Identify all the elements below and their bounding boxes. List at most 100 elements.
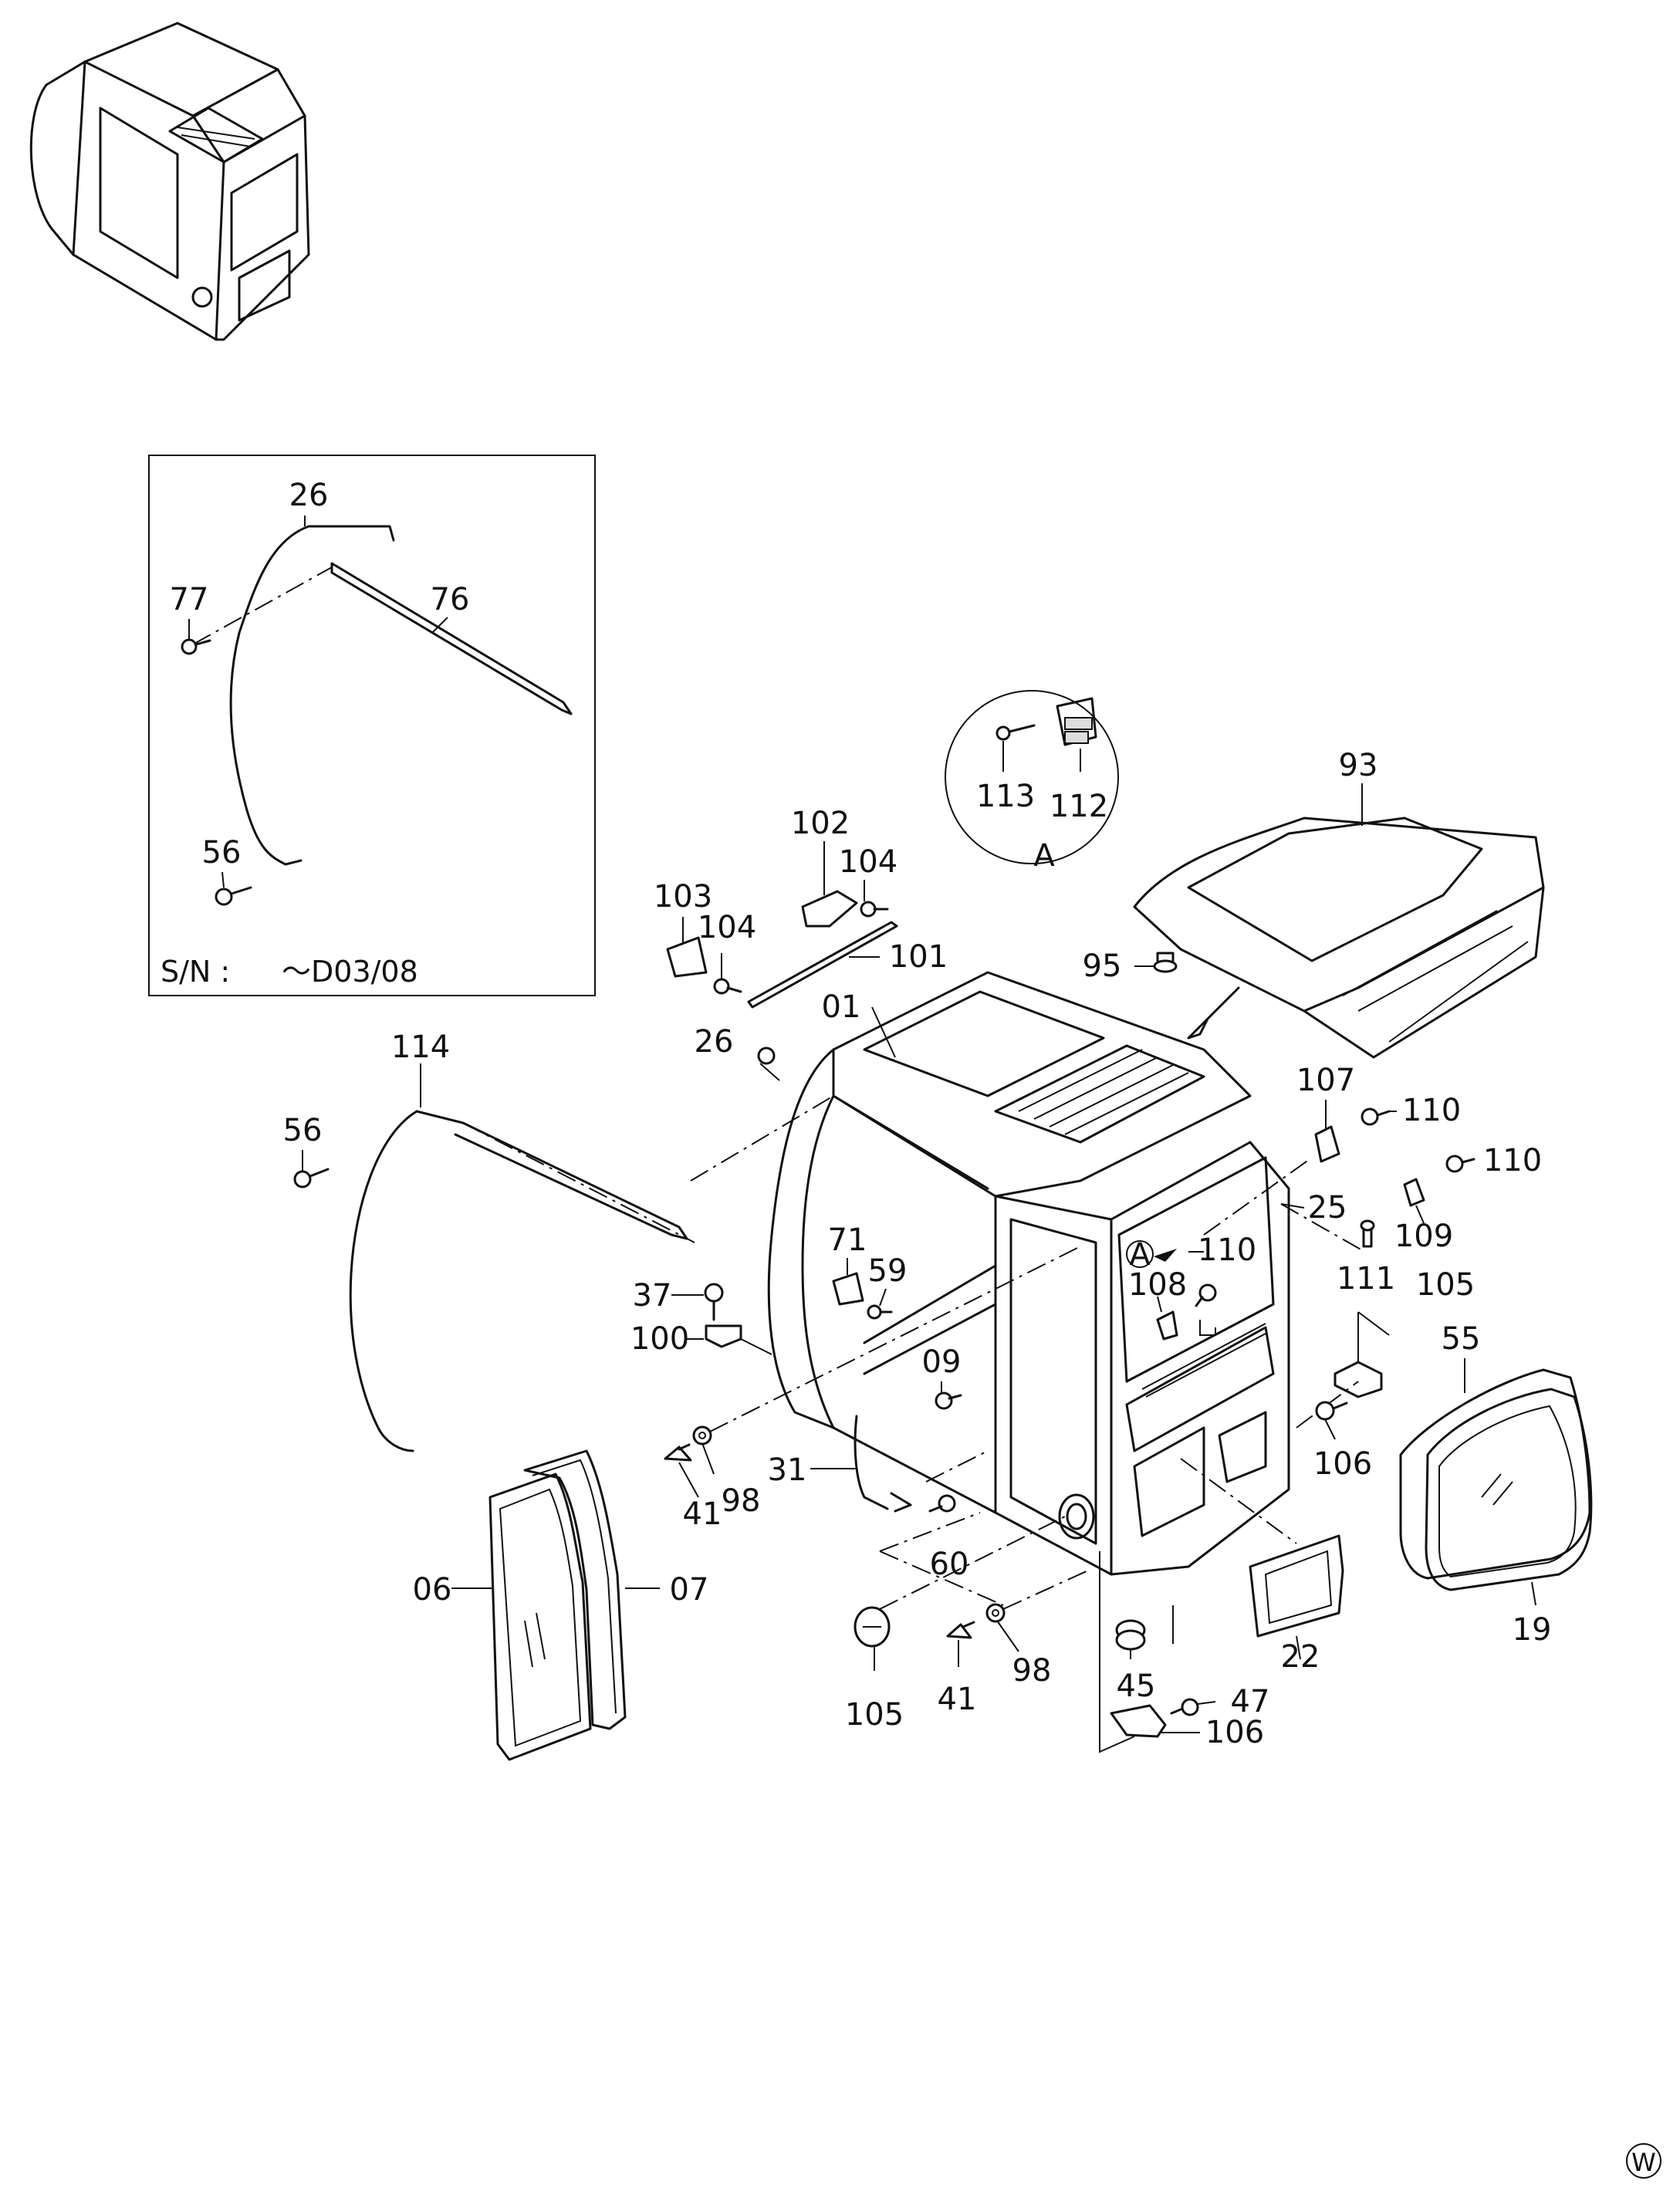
- callout-105-bottom: 106: [1205, 1715, 1264, 1750]
- serial-number-prefix: S/N :: [161, 955, 230, 989]
- callout-59: 59: [868, 1253, 908, 1289]
- callout-105-upper: 105: [1416, 1267, 1475, 1303]
- corner-mark: [1626, 2143, 1661, 2179]
- inset-callout-77: 77: [170, 582, 209, 617]
- callout-112: 112: [1050, 789, 1108, 824]
- callout-104-upper: 104: [839, 844, 897, 880]
- leader-59: [879, 1288, 887, 1307]
- leader-25-phantom: [1203, 1157, 1313, 1236]
- leader-01: [871, 1006, 896, 1058]
- inset-bolt-56: [215, 886, 252, 906]
- roof-install-arrow: [1187, 986, 1240, 1040]
- callout-56: 56: [283, 1113, 323, 1148]
- callout-111: 111: [1337, 1261, 1395, 1297]
- corner-mark-letter: W: [1631, 2148, 1656, 2177]
- inset-callout-26: 26: [289, 478, 329, 513]
- cab-body-01: [767, 971, 1290, 1576]
- callout-98-bottom: 98: [1012, 1653, 1052, 1689]
- callout-19: 19: [1513, 1612, 1552, 1648]
- callout-22: 22: [1281, 1639, 1320, 1675]
- leader-25: [1280, 1203, 1305, 1209]
- cable-26-leader: [690, 1095, 834, 1182]
- callout-41-left: 41: [683, 1496, 722, 1532]
- view-a-marker: [1126, 1240, 1177, 1268]
- callout-100: 09: [922, 1344, 962, 1380]
- grommet-95: [1153, 952, 1178, 973]
- callout-06: 06: [413, 1572, 452, 1608]
- bracket-105-bottom: [1110, 1704, 1167, 1738]
- callout-106-upper: 106: [1313, 1446, 1372, 1482]
- cover-47: [854, 1606, 891, 1648]
- leader-106-bottom: [1197, 1701, 1216, 1705]
- callout-114: 26: [695, 1024, 734, 1060]
- callout-25: 25: [1308, 1190, 1347, 1226]
- leader-109: [1415, 1205, 1425, 1224]
- bolt-37: [704, 1283, 724, 1321]
- callout-110-a: 110: [1402, 1093, 1461, 1128]
- callout-09: 55: [1442, 1321, 1481, 1357]
- cable-26-phantom: [462, 1122, 695, 1243]
- view-marker-a: A: [1129, 1237, 1151, 1273]
- leader-111-phantom: [1280, 1203, 1363, 1251]
- clip-71: [832, 1272, 864, 1306]
- bolt-100: [935, 1391, 962, 1410]
- nut-98-bottom: [985, 1603, 1006, 1623]
- callout-110-c: 110: [1198, 1232, 1256, 1268]
- callout-55: 100: [630, 1321, 689, 1357]
- inset-callout-76: 76: [431, 582, 470, 617]
- glass-07: [523, 1449, 627, 1730]
- callout-102: 102: [791, 806, 850, 841]
- callout-107: 107: [1296, 1063, 1355, 1098]
- bracket-102: [801, 890, 858, 928]
- roof-panel-93: [1133, 817, 1545, 1059]
- inset-bolt-77: [181, 638, 211, 655]
- leader-60-phantom: [879, 1450, 1004, 1606]
- leader-105-bottom: [1099, 1551, 1200, 1753]
- callout-37: 37: [633, 1278, 672, 1314]
- callout-07: 07: [670, 1572, 709, 1608]
- leader-41-left: [678, 1462, 699, 1498]
- bolt-110-c: [1195, 1283, 1217, 1307]
- view-marker-label: A: [1033, 838, 1055, 874]
- bolt-110-b: [1445, 1155, 1475, 1173]
- callout-103: 103: [654, 879, 712, 915]
- plug-41-bottom: [946, 1621, 975, 1639]
- bracket-105-upper: [1334, 1361, 1383, 1398]
- wire-31: [854, 1415, 912, 1513]
- inset-leader-56: [221, 871, 225, 888]
- callout-104-lower: 104: [698, 910, 756, 945]
- callout-113: 113: [976, 779, 1035, 814]
- callout-93: 93: [1339, 748, 1378, 783]
- leader-106-upper: [1324, 1418, 1336, 1440]
- callout-110-b: 110: [1483, 1143, 1542, 1178]
- callout-41-bottom: 41: [938, 1682, 977, 1717]
- plug-41-left: [664, 1443, 692, 1462]
- callout-45: 45: [1117, 1669, 1156, 1704]
- callout-95: 95: [1083, 948, 1122, 984]
- callout-108: 108: [1128, 1267, 1187, 1303]
- clip-108: [1156, 1310, 1216, 1341]
- leader-19: [1531, 1581, 1536, 1606]
- inset-leader-76: [431, 617, 448, 634]
- bolt-60: [928, 1494, 956, 1513]
- leader-22: [1296, 1635, 1301, 1660]
- glass-06: [488, 1473, 592, 1761]
- inset-cable-26: [229, 525, 395, 866]
- leader-98-bottom-phantom: [1002, 1570, 1089, 1610]
- cable-26: [349, 1110, 688, 1452]
- callout-31: 31: [768, 1452, 807, 1488]
- callout-01: 01: [822, 989, 861, 1025]
- bracket-103: [666, 936, 708, 978]
- bolt-104-upper: [860, 901, 889, 918]
- leader-55b: [740, 1338, 772, 1355]
- glass-09: [1399, 1368, 1591, 1580]
- inset-frame: [148, 455, 596, 996]
- clip-109: [1403, 1178, 1425, 1207]
- bolt-106-upper: [1315, 1401, 1348, 1421]
- callout-101: 101: [889, 939, 948, 975]
- leader-108: [1157, 1296, 1162, 1313]
- leader-98-bottom: [996, 1620, 1019, 1652]
- leader-98-left: [701, 1442, 715, 1475]
- callout-109: 109: [1394, 1219, 1453, 1254]
- leader-22-phantom: [1180, 1458, 1297, 1544]
